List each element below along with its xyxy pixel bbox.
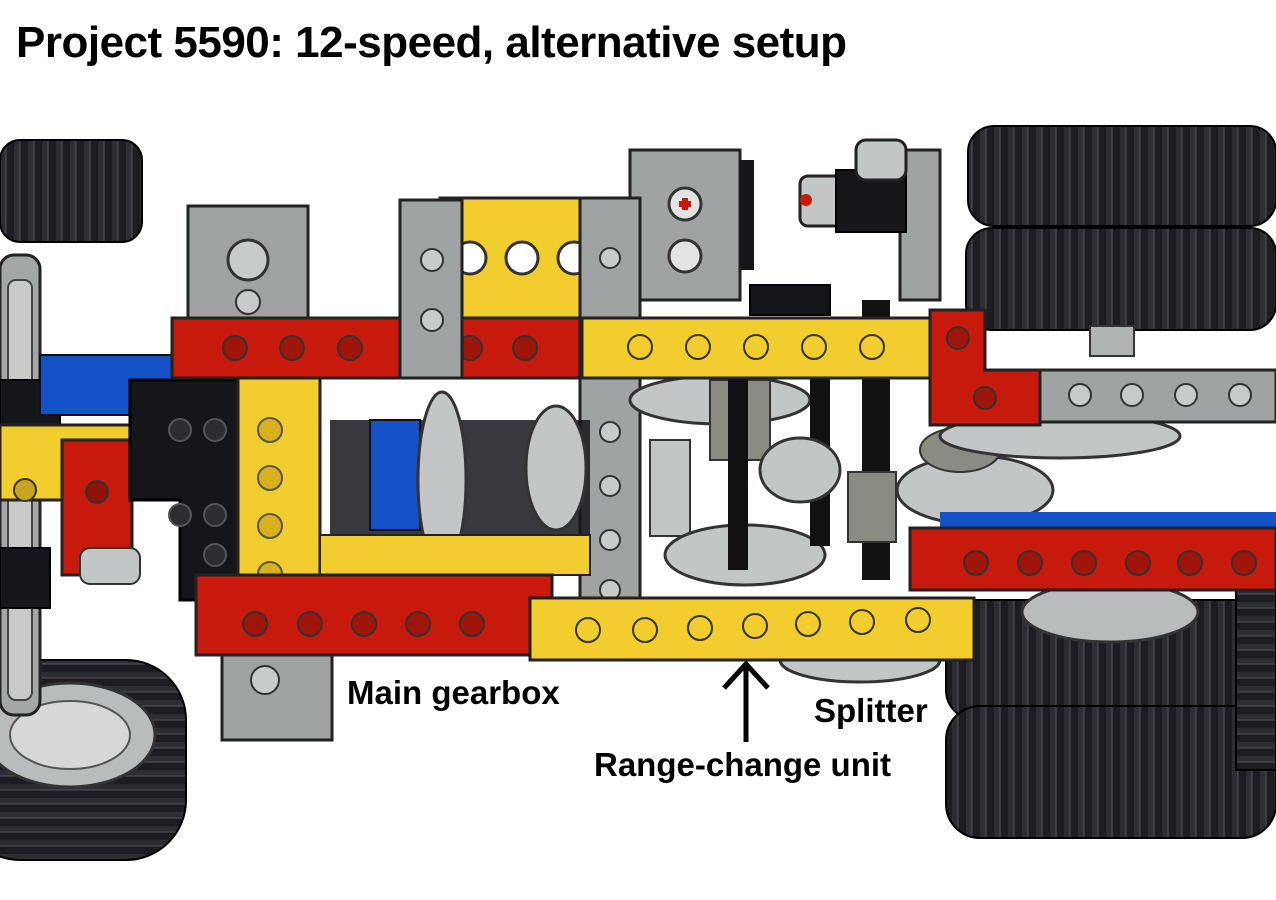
- right-red-beam: [908, 526, 1276, 592]
- page-title: Project 5590: 12-speed, alternative setu…: [16, 18, 847, 67]
- tire-bottom-left: [0, 659, 187, 861]
- right-gray-beam: [940, 368, 1276, 528]
- main-gearbox-label: Main gearbox: [347, 674, 560, 711]
- lower-yellow-beam: [528, 596, 976, 662]
- tire-bottom-right: [945, 580, 1276, 839]
- shift-knob-parts: [740, 138, 908, 316]
- tire-top-left: [0, 139, 143, 243]
- splitter-label: Splitter: [814, 692, 928, 729]
- internal-gears: [330, 300, 1182, 684]
- tire-top-right: [965, 125, 1276, 357]
- upper-yellow-beam: [438, 196, 602, 322]
- range-change-arrow: [722, 660, 770, 742]
- range-change-unit-label: Range-change unit: [594, 746, 892, 783]
- upper-red-beam: [170, 316, 604, 380]
- lower-red-beam: [194, 534, 591, 657]
- upper-yellow-cross-beam: [580, 308, 1042, 427]
- gray-upright-plates: [186, 148, 742, 742]
